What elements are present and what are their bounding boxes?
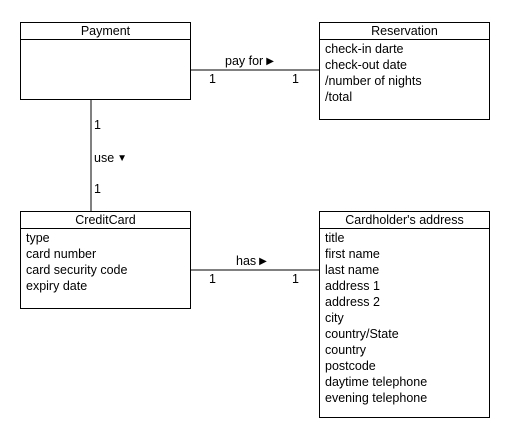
attribute: last name [325, 263, 380, 277]
attribute: address 2 [325, 295, 380, 309]
attribute: title [325, 231, 345, 245]
use-text: use [94, 151, 115, 165]
attribute: check-out date [325, 58, 407, 72]
pay-for-multiplicity-reservation: 1 [292, 72, 299, 86]
payment-class[interactable]: Payment [20, 22, 191, 100]
pay-for-text: pay for [225, 54, 264, 68]
attribute: expiry date [26, 279, 88, 293]
use-multiplicity-creditcard: 1 [94, 182, 101, 196]
triangle-right-icon: ▶ [266, 56, 274, 67]
triangle-right-icon: ▶ [259, 256, 267, 267]
cardholder-address-class-name: Cardholder's address [320, 212, 489, 229]
reservation-class-name: Reservation [320, 23, 489, 40]
attribute: city [325, 311, 344, 325]
attribute: daytime telephone [325, 375, 428, 389]
attribute: card number [26, 247, 97, 261]
triangle-down-icon: ▼ [117, 153, 128, 164]
has-multiplicity-creditcard: 1 [209, 272, 216, 286]
has-label: has▶ [236, 254, 267, 269]
reservation-attributes: check-in darte check-out date /number of… [320, 40, 489, 105]
use-label: use▼ [94, 151, 127, 166]
attribute: country [325, 343, 366, 357]
creditcard-class-name: CreditCard [21, 212, 190, 229]
reservation-class[interactable]: Reservation check-in darte check-out dat… [319, 22, 490, 120]
attribute: type [26, 231, 50, 245]
cardholder-address-class[interactable]: Cardholder's address title first name la… [319, 211, 490, 418]
use-multiplicity-payment: 1 [94, 118, 101, 132]
attribute: check-in darte [325, 42, 404, 56]
pay-for-label: pay for▶ [225, 54, 274, 69]
attribute: card security code [26, 263, 128, 277]
attribute: /number of nights [325, 74, 422, 88]
attribute: first name [325, 247, 380, 261]
has-text: has [236, 254, 257, 268]
attribute: country/State [325, 327, 399, 341]
has-multiplicity-address: 1 [292, 272, 299, 286]
attribute: address 1 [325, 279, 380, 293]
payment-class-name: Payment [21, 23, 190, 40]
cardholder-address-attributes: title first name last name address 1 add… [320, 229, 489, 406]
attribute: evening telephone [325, 391, 428, 405]
creditcard-attributes: type card number card security code expi… [21, 229, 190, 294]
attribute: /total [325, 90, 353, 104]
pay-for-multiplicity-payment: 1 [209, 72, 216, 86]
creditcard-class[interactable]: CreditCard type card number card securit… [20, 211, 191, 309]
attribute: postcode [325, 359, 376, 373]
